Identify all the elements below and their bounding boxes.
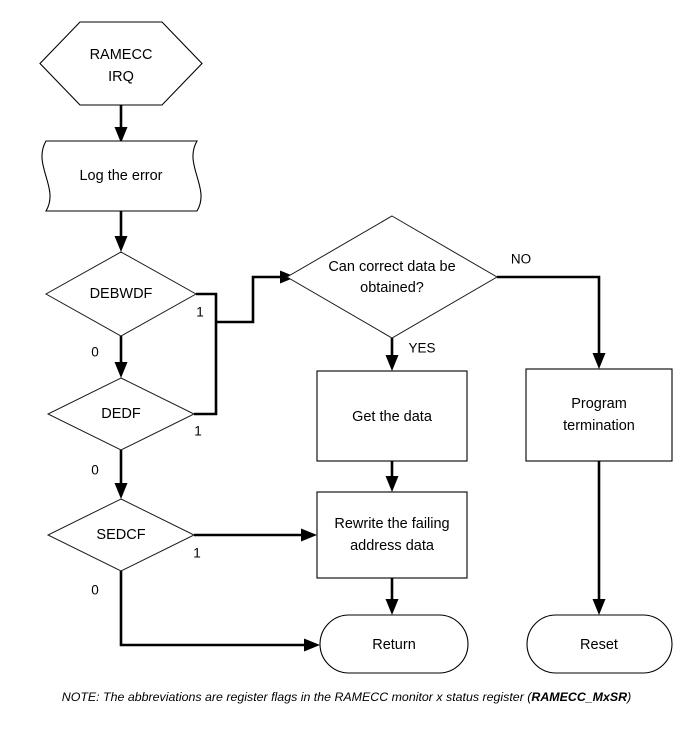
- connector-debwdf-zero-to-dedf: [114, 336, 128, 378]
- edge-label-can-correct-yes: YES: [408, 341, 435, 356]
- node-decision-sedcf[interactable]: SEDCF: [46, 498, 196, 572]
- node-can-correct-label-line2: obtained?: [360, 280, 424, 296]
- connector-no-to-program-termination: [497, 275, 606, 369]
- node-decision-debwdf[interactable]: DEBWDF: [44, 251, 198, 337]
- edge-label-sedcf-zero: 0: [91, 583, 99, 598]
- node-start-label-line1: RAMECC: [90, 47, 153, 63]
- node-can-correct-label-line1: Can correct data be: [328, 259, 455, 275]
- node-decision-dedf[interactable]: DEDF: [46, 377, 196, 451]
- node-log-the-error-label: Log the error: [79, 168, 162, 184]
- node-start-label-line2: IRQ: [108, 69, 134, 85]
- node-reset-label: Reset: [580, 637, 618, 653]
- footnote-suffix: ): [627, 690, 632, 704]
- node-program-termination-label-line1: Program: [571, 396, 627, 412]
- connector-yes-to-get-data: [385, 338, 399, 371]
- node-get-the-data-label: Get the data: [352, 409, 433, 425]
- node-rewrite-label-line2: address data: [350, 538, 435, 554]
- edge-label-dedf-zero: 0: [91, 463, 99, 478]
- connector-sedcf-one-to-rewrite: [194, 528, 317, 542]
- connector-sedcf-zero-to-return: [119, 571, 320, 652]
- node-process-get-the-data[interactable]: Get the data: [316, 370, 468, 462]
- edge-label-sedcf-one: 1: [193, 546, 201, 561]
- node-rewrite-label-line1: Rewrite the failing: [334, 516, 449, 532]
- node-terminator-return[interactable]: Return: [319, 614, 469, 674]
- connector-dedf-zero-to-sedcf: [114, 450, 128, 499]
- node-process-program-termination[interactable]: Program termination: [525, 368, 673, 462]
- connector-program-termination-to-reset: [592, 461, 606, 615]
- connector-start-to-log: [114, 105, 128, 143]
- footnote-note: NOTE: The abbreviations are register fla…: [0, 690, 693, 704]
- edge-label-debwdf-zero: 0: [91, 345, 99, 360]
- edge-label-dedf-one: 1: [194, 424, 202, 439]
- node-program-termination-label-line2: termination: [563, 418, 635, 434]
- node-start-ramecc-irq[interactable]: RAMECC IRQ: [39, 21, 203, 106]
- connector-merge-to-can-correct: [194, 270, 296, 416]
- node-return-label: Return: [372, 637, 416, 653]
- footnote-prefix: NOTE: The abbreviations are register fla…: [61, 690, 532, 704]
- edge-label-debwdf-one: 1: [196, 305, 204, 320]
- node-log-the-error[interactable]: Log the error: [41, 140, 202, 212]
- node-process-rewrite-failing-address-data[interactable]: Rewrite the failing address data: [316, 491, 468, 579]
- node-terminator-reset[interactable]: Reset: [526, 614, 673, 674]
- node-debwdf-label: DEBWDF: [90, 286, 153, 302]
- connector-get-data-to-rewrite: [385, 461, 399, 492]
- connector-rewrite-to-return: [385, 578, 399, 615]
- edge-label-can-correct-no: NO: [511, 252, 531, 267]
- connector-log-to-debwdf: [114, 211, 128, 252]
- footnote-register-name: RAMECC_MxSR: [531, 690, 628, 704]
- node-dedf-label: DEDF: [101, 406, 141, 422]
- node-decision-can-correct-data[interactable]: Can correct data be obtained?: [286, 215, 498, 339]
- node-sedcf-label: SEDCF: [96, 527, 145, 543]
